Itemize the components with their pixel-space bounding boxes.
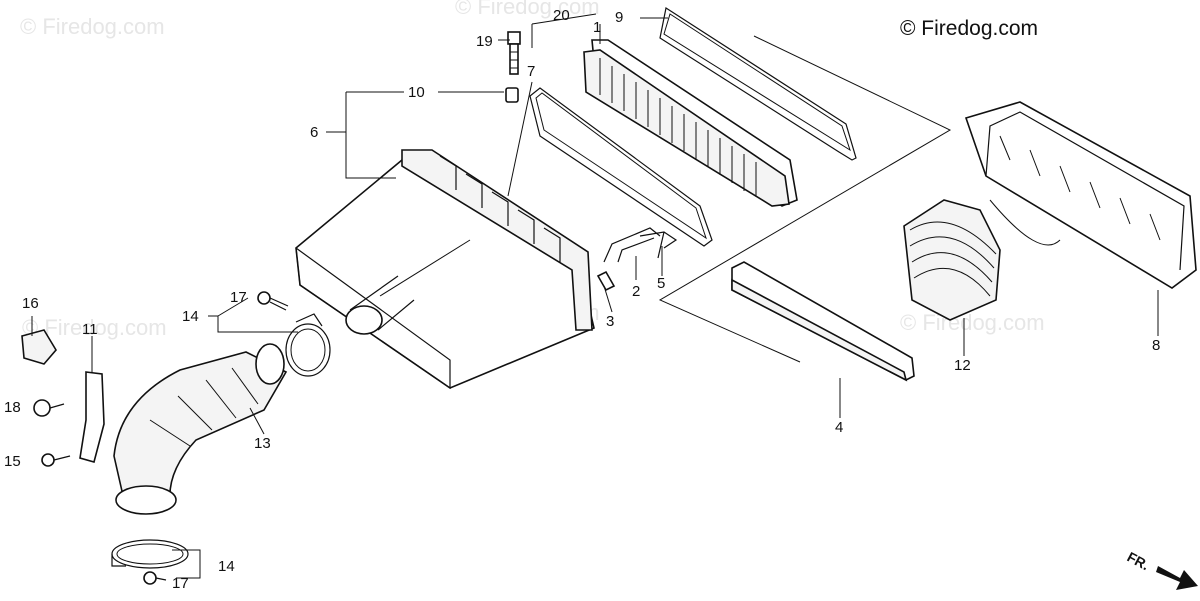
callout-11[interactable]: 11 [82, 321, 98, 338]
part-clip-16[interactable] [21, 329, 57, 365]
callout-17-lower[interactable]: 17 [172, 575, 189, 592]
callout-18[interactable]: 18 [4, 399, 21, 416]
part-clamp-lower[interactable] [111, 539, 189, 569]
part-screw-17-upper[interactable] [257, 291, 289, 311]
part-housing-cover[interactable] [964, 101, 1197, 289]
callout-14-upper[interactable]: 14 [182, 308, 199, 325]
part-air-filter-element[interactable] [583, 39, 798, 207]
copyright-text: © Firedog.com [900, 17, 1038, 40]
part-bolt-19[interactable] [507, 31, 521, 75]
part-intake-duct[interactable] [113, 343, 288, 515]
part-screw-17-lower[interactable] [143, 571, 167, 585]
callout-2[interactable]: 2 [632, 283, 640, 300]
callout-10[interactable]: 10 [408, 84, 425, 101]
part-gasket-lower[interactable] [529, 87, 713, 247]
direction-label: FR. [1125, 549, 1152, 574]
callout-17-upper[interactable]: 17 [230, 289, 247, 306]
callout-5[interactable]: 5 [657, 275, 665, 292]
part-foam-filter[interactable] [731, 261, 915, 382]
part-air-cleaner-case[interactable] [295, 149, 595, 390]
callout-1[interactable]: 1 [593, 19, 601, 36]
leader-lines [31, 13, 1159, 579]
watermark-1: © Firedog.com [20, 14, 165, 39]
part-bracket-11[interactable] [79, 371, 105, 463]
part-collar-10[interactable] [505, 87, 519, 103]
callout-15[interactable]: 15 [4, 453, 21, 470]
callout-19[interactable]: 19 [476, 33, 493, 50]
callout-12[interactable]: 12 [954, 357, 971, 374]
callout-4[interactable]: 4 [835, 419, 843, 436]
callout-8[interactable]: 8 [1152, 337, 1160, 354]
callout-20[interactable]: 20 [553, 7, 570, 24]
part-bolt-18[interactable] [33, 399, 65, 417]
front-arrow-icon [1156, 566, 1198, 590]
part-bolt-15[interactable] [41, 453, 71, 467]
callout-13[interactable]: 13 [254, 435, 271, 452]
callout-3[interactable]: 3 [606, 313, 614, 330]
part-spring-5[interactable] [639, 231, 678, 259]
part-gasket-upper[interactable] [659, 7, 857, 161]
filter-pleats [599, 58, 757, 197]
part-inlet-funnel[interactable] [903, 199, 1001, 321]
callout-9[interactable]: 9 [615, 9, 623, 26]
part-clip-2[interactable] [603, 227, 661, 263]
watermark-2: © Firedog.com [455, 0, 600, 19]
callout-14-lower[interactable]: 14 [218, 558, 235, 575]
callout-6[interactable]: 6 [310, 124, 318, 141]
part-pin-3[interactable] [596, 270, 616, 292]
case-inlet-port [345, 305, 383, 335]
callout-7[interactable]: 7 [527, 63, 535, 80]
part-clamp-upper[interactable] [285, 313, 331, 377]
callout-16[interactable]: 16 [22, 295, 39, 312]
watermark-5: © Firedog.com [900, 310, 1045, 335]
callouts: 20 1 9 19 7 10 6 2 5 3 4 8 12 13 14 17 1… [4, 7, 1160, 592]
front-direction-indicator: FR. [1125, 549, 1198, 590]
